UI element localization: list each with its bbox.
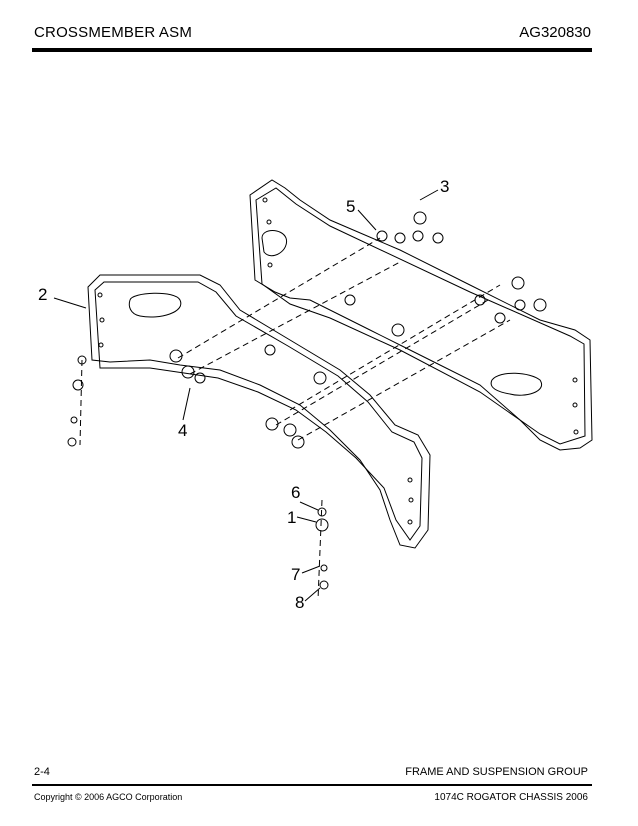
crossmember-exploded-diagram: 1 2 3 4 5 6 7 8	[38, 177, 593, 612]
callout-2: 2	[38, 285, 47, 304]
callout-1: 1	[287, 508, 296, 527]
fasteners	[79, 237, 511, 601]
callout-3: 3	[440, 177, 449, 196]
callout-labels: 1 2 3 4 5 6 7 8	[38, 177, 449, 612]
page-number: 2-4	[34, 766, 50, 778]
part-number: AG320830	[519, 24, 591, 41]
callout-7: 7	[291, 565, 300, 584]
header-rule	[32, 48, 592, 52]
callout-leaders	[53, 189, 439, 602]
rear-crossmember-plate	[249, 179, 593, 451]
copyright: Copyright © 2006 AGCO Corporation	[34, 792, 183, 802]
front-crossmember-plate	[87, 274, 431, 549]
bolt-heads	[67, 211, 547, 590]
page-title: CROSSMEMBER ASM	[34, 24, 193, 41]
model-name: 1074C ROGATOR CHASSIS 2006	[434, 792, 588, 803]
callout-6: 6	[291, 483, 300, 502]
callout-8: 8	[295, 593, 304, 612]
callout-5: 5	[346, 197, 355, 216]
section-group: FRAME AND SUSPENSION GROUP	[405, 766, 588, 778]
footer-rule	[32, 784, 592, 786]
callout-4: 4	[178, 421, 187, 440]
